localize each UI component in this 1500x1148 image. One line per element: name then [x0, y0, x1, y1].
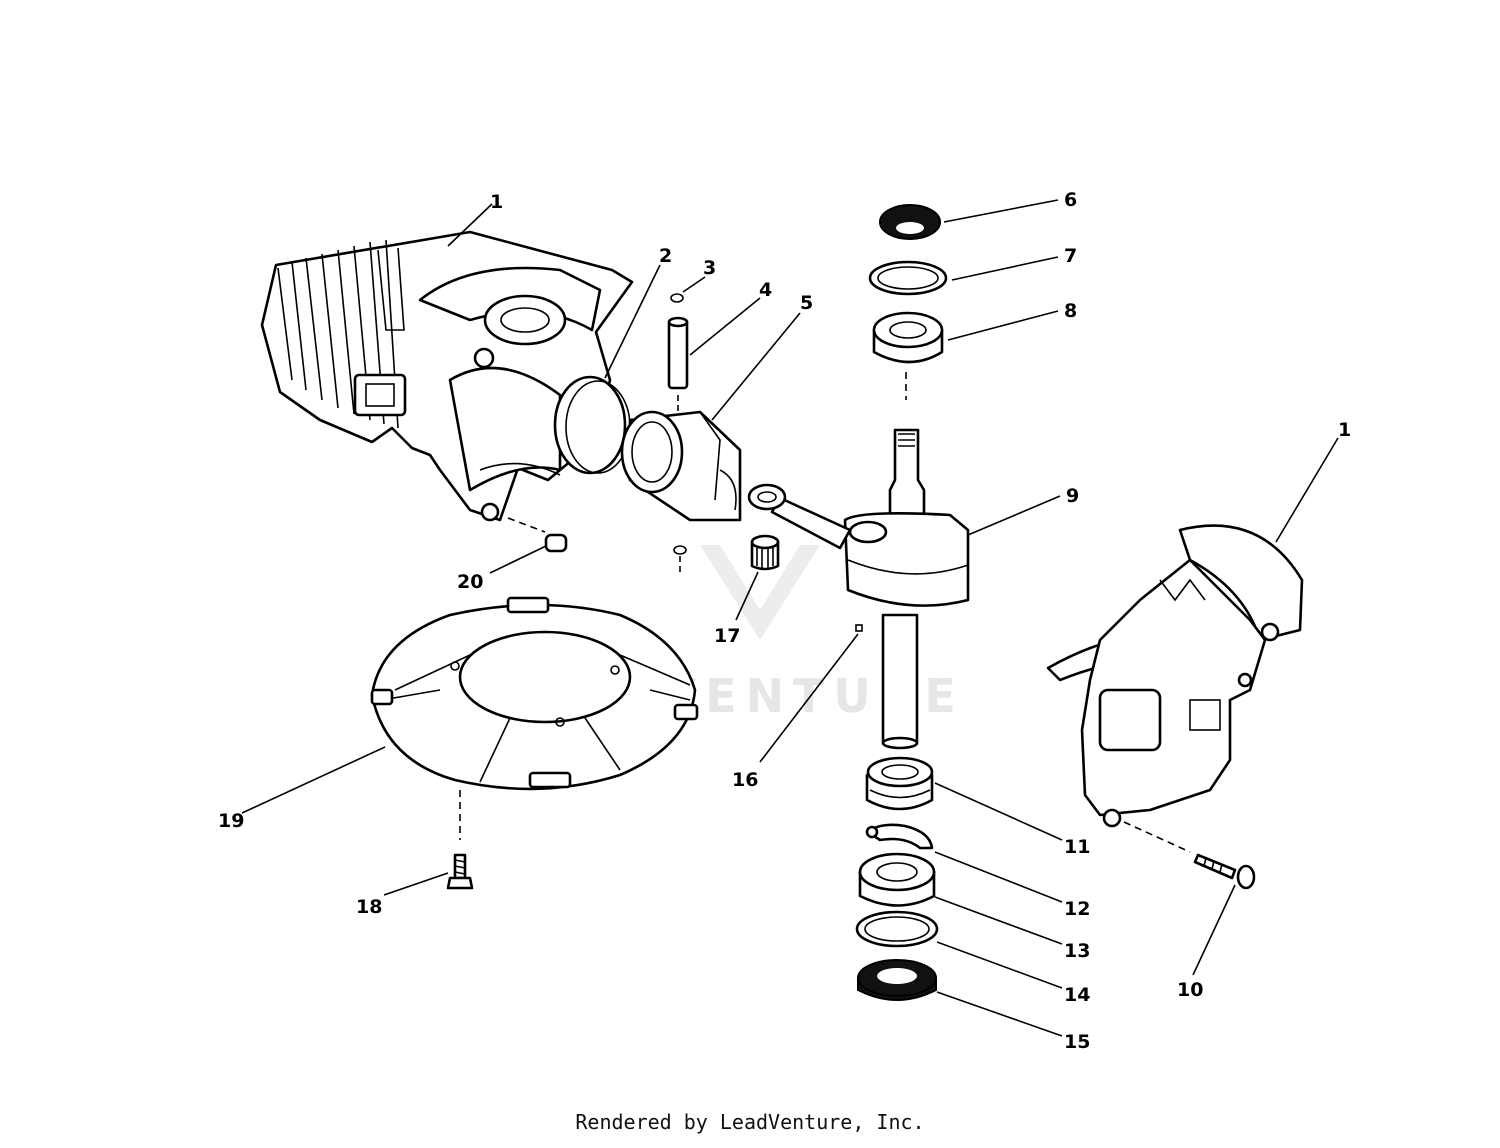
part-cylinder-block: [260, 230, 634, 522]
callout-6: 6: [1064, 189, 1077, 211]
part-piston-rings: [553, 375, 631, 475]
part-oil-seal-bottom: [857, 959, 937, 1001]
part-dowel-pin: [507, 517, 568, 553]
callout-20: 20: [457, 571, 483, 593]
part-woodruff-key: [855, 624, 863, 632]
callout-8: 8: [1064, 300, 1077, 322]
callout-9: 9: [1066, 485, 1079, 507]
callout-labels: 1 2 3 4 5 6 7 8 9 1 11 12 13 14 15 16 17…: [218, 189, 1351, 1053]
part-retaining-ring-top: [868, 260, 948, 296]
part-ball-bearing-top: [872, 311, 944, 400]
leader-lines: [241, 199, 1339, 1037]
part-crankshaft: [747, 428, 970, 750]
callout-2: 2: [659, 245, 672, 267]
callout-12: 12: [1064, 898, 1090, 920]
callout-1-right: 1: [1338, 419, 1351, 441]
callout-1-left: 1: [490, 191, 503, 213]
part-retaining-clip: [670, 293, 687, 575]
part-screw-right: [1123, 821, 1256, 890]
footer-credit: Rendered by LeadVenture, Inc.: [575, 1110, 925, 1134]
part-spring-clip: [865, 823, 934, 850]
callout-13: 13: [1064, 940, 1090, 962]
callout-10: 10: [1177, 979, 1203, 1001]
callout-7: 7: [1064, 245, 1077, 267]
part-wrist-pin: [667, 316, 689, 420]
callout-14: 14: [1064, 984, 1090, 1006]
part-ball-bearing-bottom: [858, 852, 936, 907]
callout-17: 17: [714, 625, 740, 647]
part-retaining-ring-bottom: [855, 910, 939, 948]
callout-4: 4: [759, 279, 772, 301]
callout-3: 3: [703, 257, 716, 279]
part-needle-bearing: [750, 534, 780, 571]
callout-19: 19: [218, 810, 244, 832]
part-screw-bottom: [446, 853, 474, 890]
callout-11: 11: [1064, 836, 1090, 858]
callout-5: 5: [800, 292, 813, 314]
callout-16: 16: [732, 769, 758, 791]
part-worm-gear: [865, 756, 934, 811]
callout-15: 15: [1064, 1031, 1090, 1053]
watermark-logo-icon: [700, 545, 820, 640]
callout-18: 18: [356, 896, 382, 918]
part-oil-seal-top: [879, 204, 941, 240]
part-piston: [620, 410, 742, 522]
part-crankcase-half: [1046, 524, 1304, 828]
part-mounting-flange: [370, 596, 699, 840]
